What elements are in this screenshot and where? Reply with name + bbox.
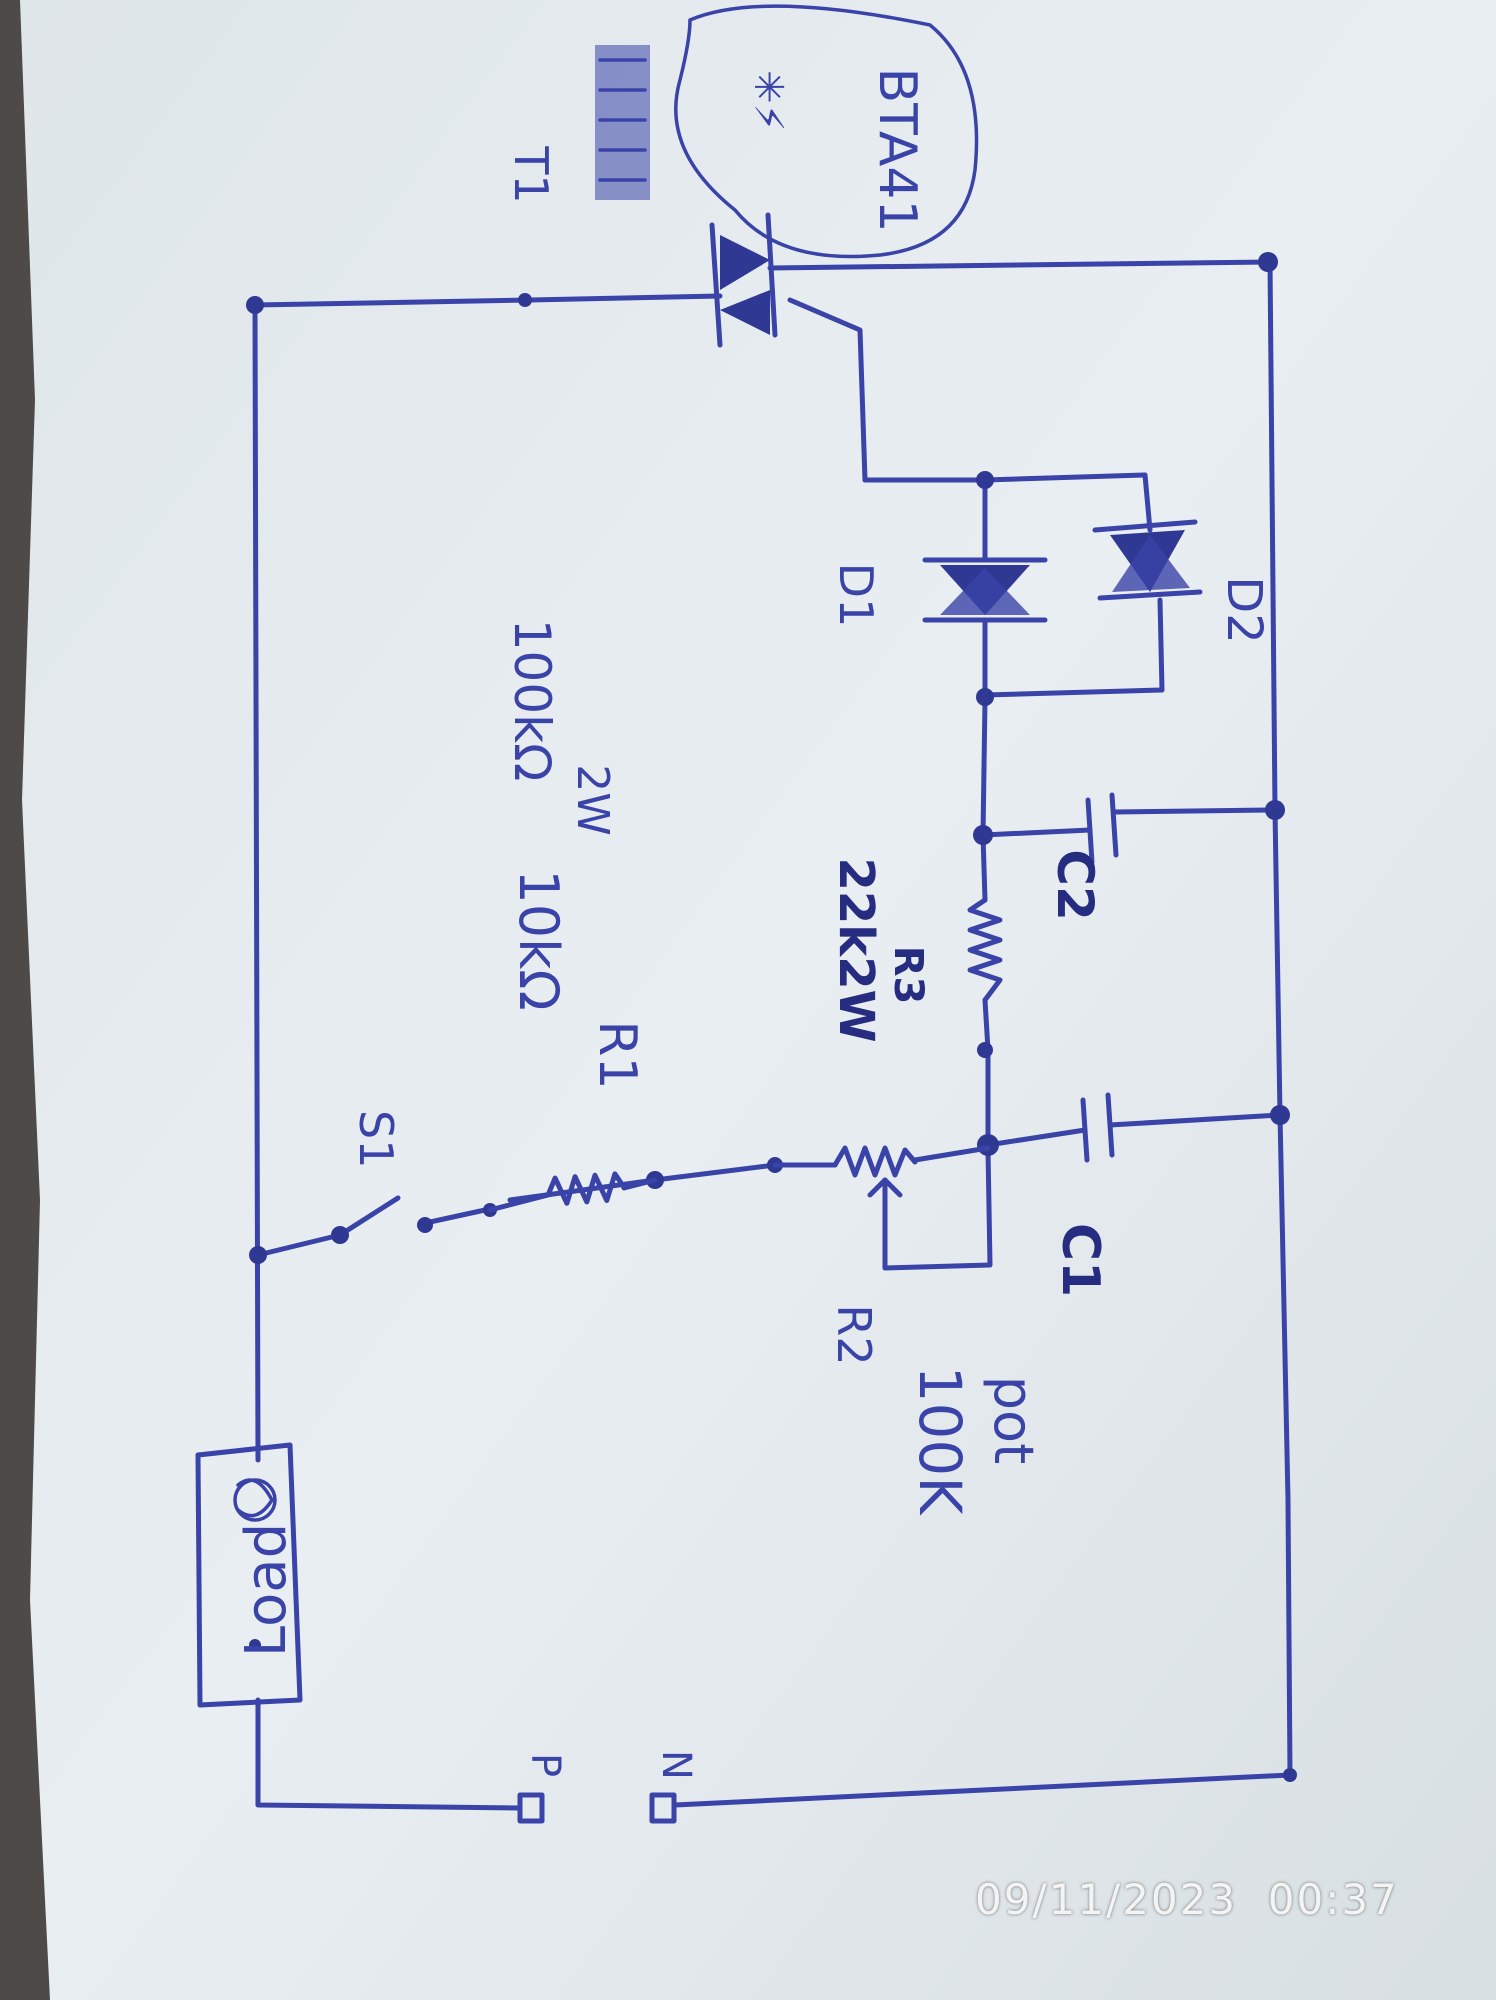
- diode-d1: D1: [829, 557, 1048, 628]
- c1-label: C1: [1050, 1223, 1110, 1297]
- d1-label: D1: [829, 563, 883, 628]
- switch-s1: S1: [349, 1110, 403, 1168]
- r2-name: R2: [827, 1304, 881, 1365]
- r1-alt-value: 100kΩ: [503, 619, 561, 782]
- c2-label: C2: [1046, 849, 1104, 920]
- wires: [252, 259, 1293, 1811]
- terminal-n-label: N: [653, 1750, 699, 1780]
- triac-name: T1: [504, 145, 558, 203]
- capacitor-c2: C2: [1046, 792, 1119, 921]
- load-box: Load: [195, 1442, 303, 1708]
- r1-name: R1: [587, 1020, 647, 1089]
- triac-part-label: BTA41: [867, 67, 927, 232]
- r3-name: R3: [885, 946, 931, 1005]
- svg-text:✳⚡: ✳⚡: [745, 70, 791, 132]
- capacitor-c1: C1: [1050, 1092, 1115, 1297]
- load-label: Load: [234, 1523, 299, 1657]
- triac-t1: T1: [504, 45, 778, 348]
- junction-dots: [246, 252, 1297, 1782]
- photo-timestamp: 09/11/2023 00:37: [975, 1875, 1399, 1924]
- terminal-p-label: P: [522, 1753, 568, 1777]
- triac-part-note: ✳⚡ BTA41: [674, 4, 979, 259]
- d2-label: D2: [1216, 576, 1272, 644]
- diode-d2: D2: [1092, 519, 1272, 644]
- r1-value: 10kΩ: [507, 869, 570, 1010]
- switch-label: S1: [349, 1110, 403, 1168]
- r1-power: 2W: [567, 764, 618, 836]
- r3-value: 22k2W: [828, 857, 884, 1042]
- scribble-block: [595, 45, 650, 200]
- potentiometer-r2: R2 100K pot: [772, 1145, 1045, 1517]
- paper-sheet: [20, 0, 1496, 2000]
- resistor-r3: 22k2W R3: [828, 857, 1003, 1043]
- terminal-p: P: [517, 1753, 568, 1824]
- resistor-r1: 10kΩ 100kΩ 2W R1: [487, 619, 658, 1213]
- terminal-n: N: [649, 1750, 699, 1824]
- r2-type: pot: [982, 1376, 1045, 1465]
- r2-value: 100K: [906, 1366, 974, 1517]
